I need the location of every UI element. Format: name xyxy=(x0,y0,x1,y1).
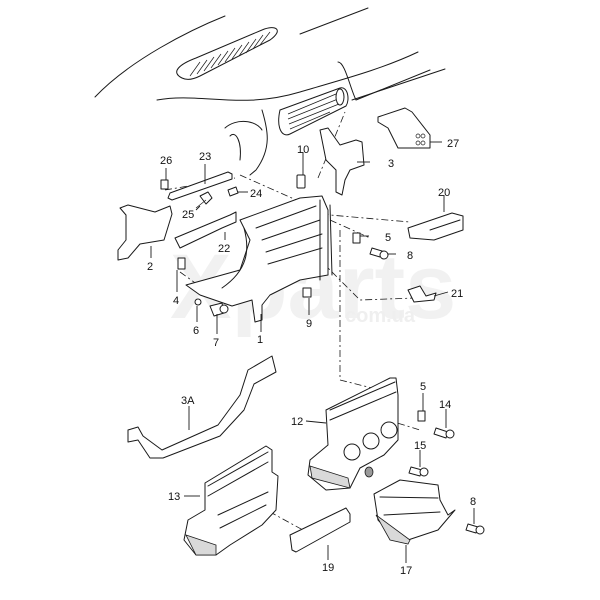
label-3a: 3A xyxy=(181,395,195,407)
label-6: 6 xyxy=(193,325,199,337)
part-7-screw xyxy=(209,302,229,317)
part-22-bracket xyxy=(174,211,237,249)
label-5-upper: 5 xyxy=(385,232,391,244)
label-8-lower: 8 xyxy=(470,496,476,508)
part-10-clip xyxy=(296,174,306,189)
label-15: 15 xyxy=(414,440,426,452)
label-10: 10 xyxy=(297,144,309,156)
label-13: 13 xyxy=(168,491,180,503)
part-14-screw xyxy=(433,427,455,439)
part-24-clip xyxy=(227,186,239,197)
part-9-clip xyxy=(302,287,312,298)
part-20-lid xyxy=(407,212,464,241)
part-6-washer xyxy=(194,298,202,306)
label-25: 25 xyxy=(182,209,194,221)
label-27: 27 xyxy=(447,138,459,150)
part-12-console-trim xyxy=(307,377,399,491)
label-17: 17 xyxy=(400,565,412,577)
label-8-upper: 8 xyxy=(407,250,413,262)
label-24: 24 xyxy=(250,188,262,200)
label-14: 14 xyxy=(439,399,451,411)
label-21: 21 xyxy=(451,288,463,300)
label-1: 1 xyxy=(257,334,263,346)
label-2: 2 xyxy=(147,261,153,273)
label-19: 19 xyxy=(322,562,334,574)
part-5-clip-upper xyxy=(352,232,361,244)
part-labels: 26 23 24 25 22 2 4 6 7 1 10 3 27 20 5 8 … xyxy=(147,138,476,577)
part-21-clip xyxy=(407,285,437,303)
label-20: 20 xyxy=(438,187,450,199)
part-8-screw-lower xyxy=(465,523,485,535)
leader-lines xyxy=(150,141,475,563)
part-3-bracket xyxy=(319,127,365,196)
part-5-clip-lower xyxy=(417,410,426,422)
part-8-screw-upper xyxy=(369,247,389,260)
watermark-domain: com.ua xyxy=(345,305,416,327)
dashboard-outline xyxy=(94,7,446,176)
part-17-storage-box xyxy=(373,479,456,545)
label-26: 26 xyxy=(160,155,172,167)
label-22: 22 xyxy=(218,243,230,255)
part-26-clip xyxy=(160,179,169,190)
part-25-screw xyxy=(195,191,213,209)
label-4: 4 xyxy=(173,295,179,307)
part-3a-bracket xyxy=(127,355,277,459)
part-13-console-trim xyxy=(183,445,279,556)
label-12: 12 xyxy=(291,416,303,428)
part-19-cover xyxy=(289,507,351,553)
part-23-strip xyxy=(167,171,233,201)
centre-vent-slats xyxy=(287,93,340,130)
part-2-bracket xyxy=(117,204,173,261)
part-15-screw xyxy=(408,466,429,477)
label-23: 23 xyxy=(199,151,211,163)
defroster-vent-hatching xyxy=(189,31,271,77)
label-5-lower: 5 xyxy=(420,381,426,393)
part-1-carrier xyxy=(185,195,333,323)
part-27-bracket xyxy=(377,107,431,149)
label-3: 3 xyxy=(388,158,394,170)
part-4-clip xyxy=(177,257,186,270)
label-9: 9 xyxy=(306,318,312,330)
label-7: 7 xyxy=(213,337,219,349)
